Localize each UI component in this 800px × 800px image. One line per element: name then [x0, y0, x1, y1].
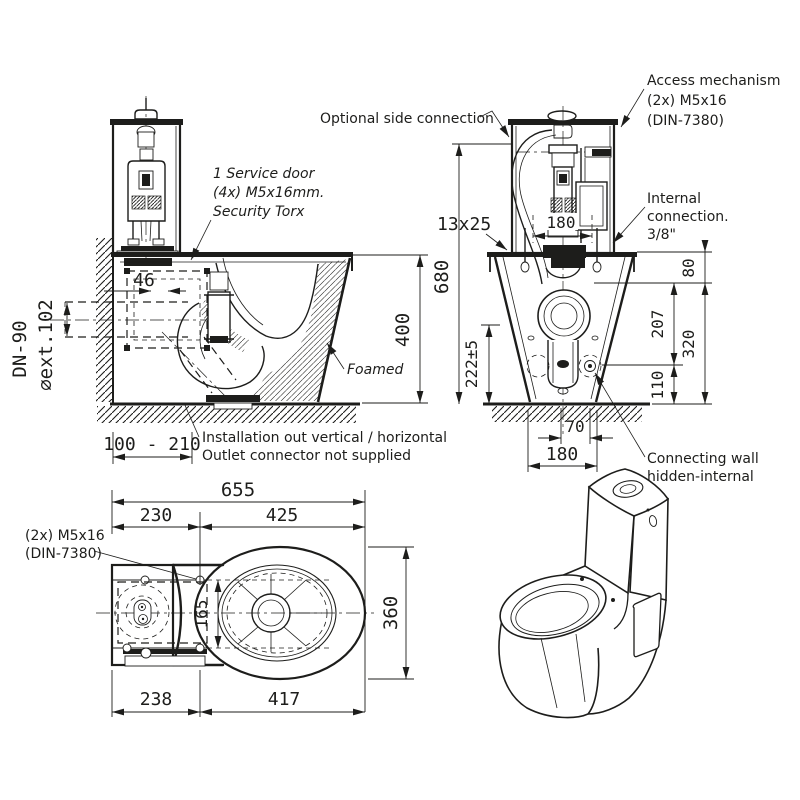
iso-view [498, 468, 670, 719]
dim-fixing-slot: 13x25 [437, 214, 491, 235]
dim-bowl-height: 400 [392, 313, 414, 347]
dim-bolt-spacing: 165 [192, 600, 211, 629]
dim-base-depth: 238 [140, 689, 173, 710]
dim-door-offset: 46 [133, 270, 155, 291]
dim-bowl-width: 360 [380, 596, 402, 630]
label-internal-connection-3: 3/8" [647, 227, 676, 243]
label-access-mechanism-2: (2x) M5x16 [647, 93, 727, 109]
label-optional-side-connection: Optional side connection [320, 111, 494, 127]
dim-panel-height: 320 [679, 330, 698, 359]
dim-inlet-offset: 80 [679, 258, 698, 277]
label-access-mechanism-3: (DIN-7380) [647, 113, 724, 129]
dim-outlet-offset: 70 [565, 417, 584, 436]
label-connecting-wall-1: Connecting wall [647, 451, 759, 467]
label-fixing-screws-1: (2x) M5x16 [25, 528, 105, 544]
dim-outlet-type: DN-90 [9, 320, 31, 377]
label-connecting-wall-2: hidden-internal [647, 469, 754, 485]
label-internal-connection-2: connection. [647, 209, 729, 225]
note-installation-1: Installation out vertical / horizontal [202, 430, 447, 446]
dim-mid-offset: 207 [648, 310, 667, 339]
dim-trap-height: 222±5 [462, 340, 481, 388]
label-service-door-3: Security Torx [213, 204, 305, 220]
dim-total-height: 680 [431, 260, 453, 294]
top-view: 655 230 425 (2x) M5x16 (DIN-7380) 165 36… [25, 479, 414, 717]
side-view: 46 ⌀ext.102 DN-90 100 - 210 Installation… [9, 96, 510, 464]
label-internal-connection-1: Internal [647, 191, 701, 207]
label-access-mechanism-1: Access mechanism [647, 73, 780, 89]
label-service-door-1: 1 Service door [213, 166, 316, 182]
dim-total-depth: 655 [221, 479, 255, 501]
dim-low-offset: 110 [648, 371, 667, 400]
dim-base-width: 180 [546, 444, 579, 465]
dim-cistern-inner-width: 180 [547, 213, 576, 232]
dim-cistern-depth: 230 [140, 505, 173, 526]
label-service-door-2: (4x) M5x16mm. [213, 185, 324, 201]
dim-bowl-depth: 425 [266, 505, 299, 526]
front-view: 180 13x25 [431, 73, 780, 485]
label-fixing-screws-2: (DIN-7380) [25, 546, 102, 562]
label-foamed: Foamed [347, 362, 403, 378]
dim-outlet-diameter: ⌀ext.102 [35, 299, 57, 391]
dim-outlet-range: 100 - 210 [103, 434, 201, 455]
dim-bowl-base-depth: 417 [268, 689, 301, 710]
note-installation-2: Outlet connector not supplied [202, 448, 411, 464]
